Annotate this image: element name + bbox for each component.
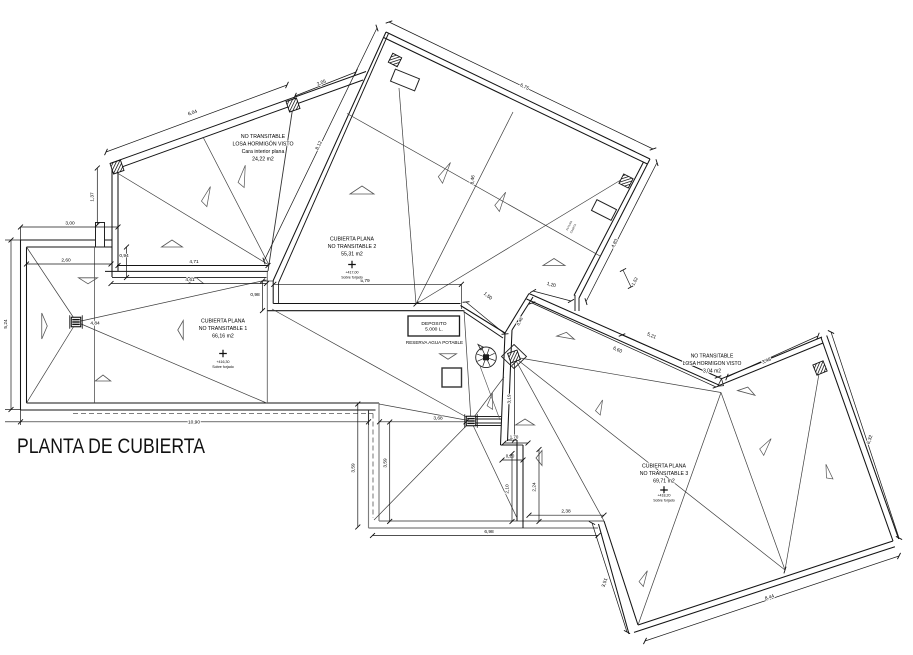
svg-text:5,79: 5,79 bbox=[360, 278, 370, 284]
svg-text:NO TRANSITABLE 1: NO TRANSITABLE 1 bbox=[199, 326, 248, 332]
svg-text:CUBIERTA PLANA: CUBIERTA PLANA bbox=[642, 464, 686, 470]
svg-text:3,68: 3,68 bbox=[433, 415, 443, 421]
svg-text:4,71: 4,71 bbox=[189, 259, 199, 265]
svg-text:10,90: 10,90 bbox=[188, 420, 200, 426]
svg-text:NO TRANSITABLE 3: NO TRANSITABLE 3 bbox=[640, 471, 689, 477]
svg-text:0,94: 0,94 bbox=[119, 253, 129, 259]
svg-text:3,51: 3,51 bbox=[601, 577, 610, 588]
svg-text:Sobre forjado: Sobre forjado bbox=[653, 499, 675, 503]
svg-text:LOSA HORMIGON VISTO: LOSA HORMIGON VISTO bbox=[683, 361, 742, 367]
svg-text:3,00: 3,00 bbox=[65, 221, 75, 227]
svg-text:Sobre forjado: Sobre forjado bbox=[341, 276, 363, 280]
svg-text:CUBIERTA PLANA: CUBIERTA PLANA bbox=[201, 319, 245, 325]
svg-text:4,61: 4,61 bbox=[185, 277, 195, 283]
svg-text:3,59: 3,59 bbox=[351, 463, 357, 473]
svg-text:6,04: 6,04 bbox=[187, 109, 198, 118]
svg-text:3,04 m2: 3,04 m2 bbox=[703, 369, 721, 375]
svg-text:4,84: 4,84 bbox=[90, 321, 100, 327]
svg-text:CASETA: CASETA bbox=[569, 223, 577, 234]
svg-text:2,10: 2,10 bbox=[505, 484, 511, 494]
svg-text:6,98: 6,98 bbox=[484, 529, 494, 535]
svg-text:NO TRANSITABLE 2: NO TRANSITABLE 2 bbox=[328, 244, 377, 250]
svg-text:2,60: 2,60 bbox=[61, 258, 71, 264]
svg-text:8,46: 8,46 bbox=[470, 175, 477, 185]
svg-text:66,16 m2: 66,16 m2 bbox=[212, 334, 234, 340]
svg-text:1,20: 1,20 bbox=[546, 281, 557, 289]
svg-text:Sobre forjado: Sobre forjado bbox=[212, 365, 234, 369]
svg-text:CUBIERTA PLANA: CUBIERTA PLANA bbox=[330, 237, 374, 243]
svg-text:NO TRANSITABLE: NO TRANSITABLE bbox=[691, 354, 734, 360]
svg-text:Cara interior plana: Cara interior plana bbox=[242, 149, 285, 155]
svg-text:+416,30: +416,30 bbox=[216, 360, 229, 364]
svg-text:PLANTA DE CUBIERTA: PLANTA DE CUBIERTA bbox=[17, 434, 206, 458]
svg-text:0,20: 0,20 bbox=[506, 454, 515, 459]
svg-text:1,52: 1,52 bbox=[630, 276, 639, 286]
svg-text:2,38: 2,38 bbox=[561, 509, 571, 515]
svg-text:1,37: 1,37 bbox=[90, 192, 96, 202]
svg-text:5,24: 5,24 bbox=[3, 319, 9, 329]
svg-text:3,59: 3,59 bbox=[383, 458, 389, 468]
svg-text:1,70: 1,70 bbox=[510, 435, 519, 440]
svg-text:+417,00: +417,00 bbox=[345, 271, 358, 275]
svg-text:55,31 m2: 55,31 m2 bbox=[341, 252, 363, 258]
svg-text:5.000 L.: 5.000 L. bbox=[425, 327, 443, 333]
svg-text:NO TRANSITABLE: NO TRANSITABLE bbox=[241, 134, 286, 140]
svg-text:DEPOSITO: DEPOSITO bbox=[421, 321, 446, 327]
svg-text:FUTURA: FUTURA bbox=[565, 220, 573, 231]
svg-text:2,05: 2,05 bbox=[316, 78, 327, 87]
svg-text:+418,20: +418,20 bbox=[657, 494, 670, 498]
svg-text:8,44: 8,44 bbox=[764, 593, 775, 602]
svg-text:0,46: 0,46 bbox=[515, 316, 524, 326]
svg-text:5,21: 5,21 bbox=[646, 331, 657, 340]
svg-text:3,19: 3,19 bbox=[507, 394, 513, 404]
svg-text:LOSA HORMIGÓN VISTO: LOSA HORMIGÓN VISTO bbox=[232, 141, 293, 148]
svg-text:6,32: 6,32 bbox=[866, 434, 875, 445]
svg-text:24,22 m2: 24,22 m2 bbox=[252, 157, 274, 163]
svg-text:69,71 m2: 69,71 m2 bbox=[653, 479, 675, 485]
svg-text:0,98: 0,98 bbox=[250, 292, 260, 298]
svg-text:6,75: 6,75 bbox=[519, 82, 530, 92]
svg-text:8,12: 8,12 bbox=[314, 140, 324, 151]
svg-text:RESERVA AGUA POTABLE: RESERVA AGUA POTABLE bbox=[406, 340, 463, 345]
svg-text:6,60: 6,60 bbox=[612, 345, 623, 354]
svg-text:3,48: 3,48 bbox=[761, 356, 772, 365]
svg-text:2,24: 2,24 bbox=[532, 482, 538, 492]
svg-text:4,83: 4,83 bbox=[610, 238, 620, 249]
